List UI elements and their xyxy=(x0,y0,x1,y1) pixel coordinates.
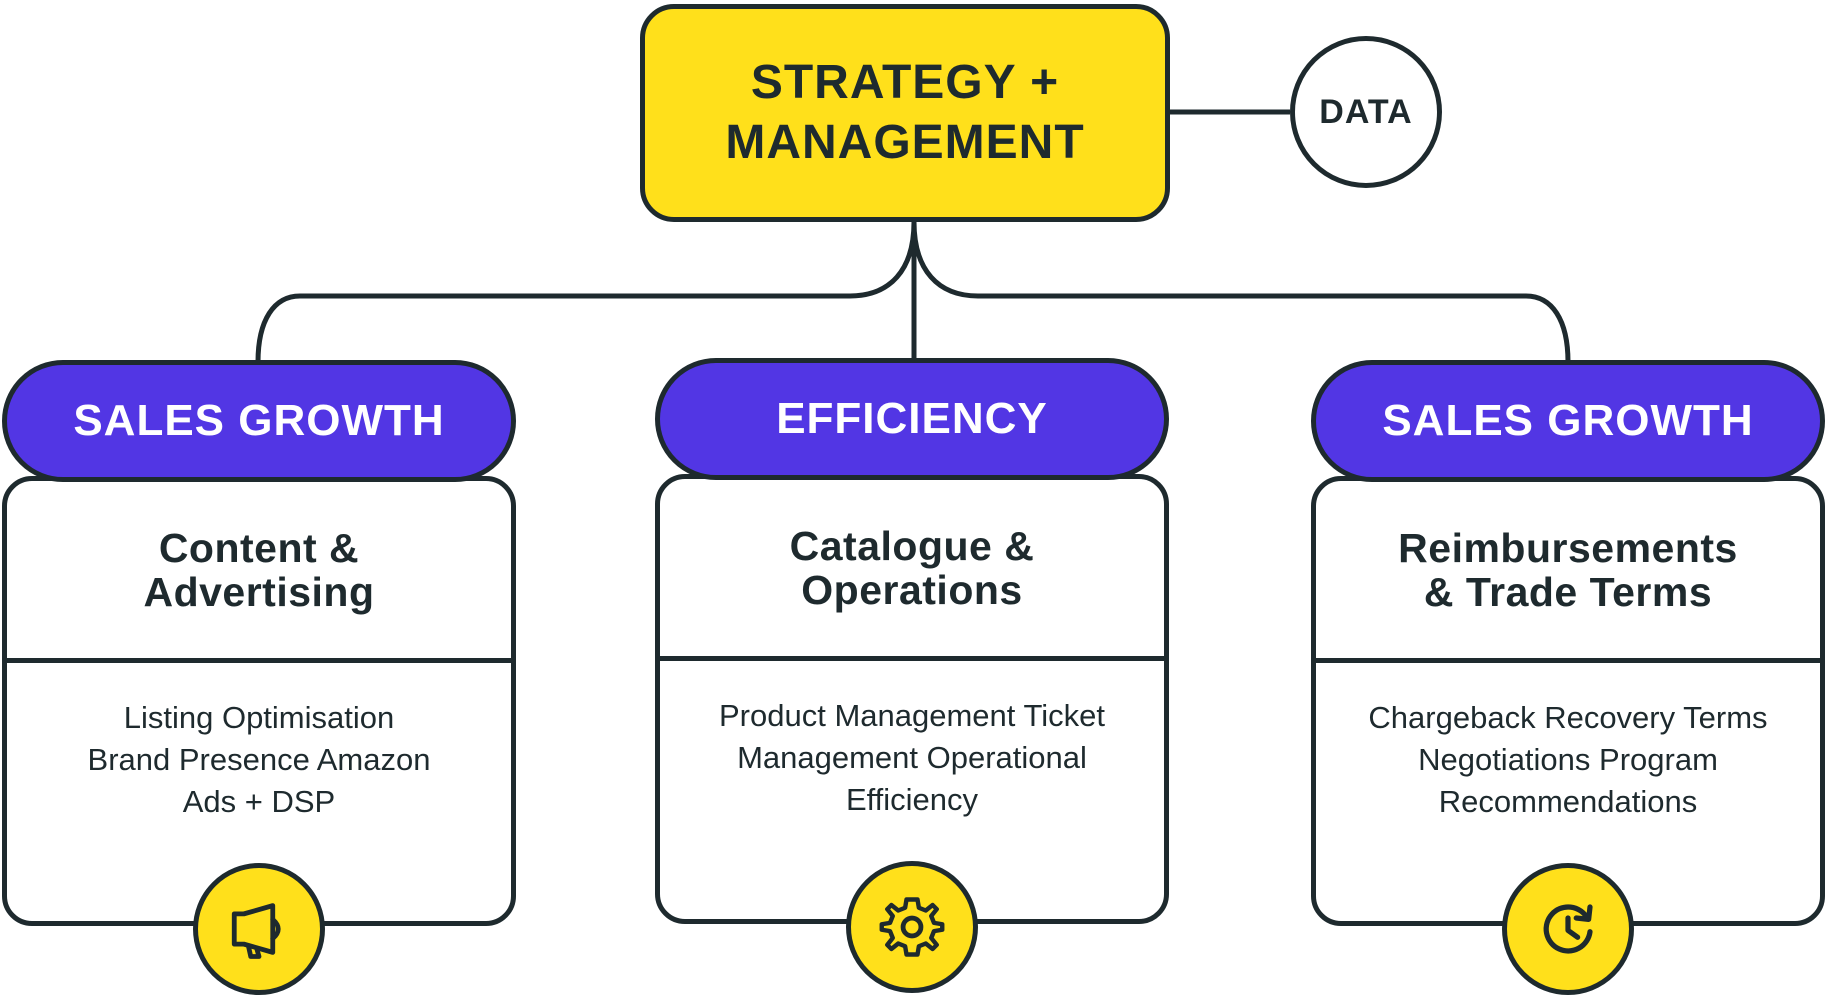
icon-badge xyxy=(193,863,325,995)
card-title-line2: Advertising xyxy=(143,568,375,615)
icon-badge xyxy=(846,861,978,993)
card-body-line: Ads + DSP xyxy=(182,784,336,819)
card-body-line: Brand Presence Amazon xyxy=(87,742,431,777)
service-card: Catalogue & Operations Product Managemen… xyxy=(655,474,1169,993)
card-title-line1: Content & xyxy=(158,524,360,571)
category-pill-label: SALES GROWTH xyxy=(1382,396,1754,445)
card-title: Content & Advertising xyxy=(7,481,511,663)
category-pill: SALES GROWTH xyxy=(1311,360,1825,482)
megaphone-icon xyxy=(231,903,281,959)
card-body: Chargeback Recovery Terms Negotiations P… xyxy=(1316,663,1820,823)
category-pill: EFFICIENCY xyxy=(655,358,1169,480)
card-body-line: Product Management Ticket xyxy=(719,698,1105,733)
card-title: Reimbursements & Trade Terms xyxy=(1316,481,1820,663)
strategy-management-box: STRATEGY + MANAGEMENT xyxy=(640,4,1170,222)
branch-content-advertising: SALES GROWTH Content & Advertising Listi… xyxy=(2,360,516,995)
card-body: Product Management Ticket Management Ope… xyxy=(660,661,1164,821)
root-title-line1: STRATEGY + xyxy=(750,56,1060,109)
card-title-line1: Reimbursements xyxy=(1398,524,1738,571)
card-body-line: Efficiency xyxy=(845,782,979,817)
gear-icon xyxy=(879,897,945,957)
right-connector xyxy=(911,221,1571,363)
card-title-line2: & Trade Terms xyxy=(1423,568,1713,615)
service-card: Content & Advertising Listing Optimisati… xyxy=(2,476,516,995)
branch-catalogue-operations: EFFICIENCY Catalogue & Operations Produc… xyxy=(655,358,1169,993)
category-pill-label: SALES GROWTH xyxy=(73,396,445,445)
card-body-line: Listing Optimisation xyxy=(123,700,395,735)
category-pill-label: EFFICIENCY xyxy=(776,394,1048,443)
card-body: Listing Optimisation Brand Presence Amaz… xyxy=(7,663,511,823)
icon-badge xyxy=(1502,863,1634,995)
card-body-line: Chargeback Recovery Terms xyxy=(1368,700,1768,735)
card-title: Catalogue & Operations xyxy=(660,479,1164,661)
left-connector xyxy=(255,221,917,363)
data-node: DATA xyxy=(1290,36,1442,188)
card-title-line2: Operations xyxy=(801,566,1023,613)
category-pill: SALES GROWTH xyxy=(2,360,516,482)
card-title-line1: Catalogue & xyxy=(789,522,1035,569)
clock-refresh-icon xyxy=(1543,904,1593,954)
data-node-label: DATA xyxy=(1319,92,1413,131)
root-title-line2: MANAGEMENT xyxy=(725,116,1085,169)
card-body-line: Management Operational xyxy=(737,740,1087,775)
card-body-line: Negotiations Program xyxy=(1418,742,1718,777)
branch-reimbursements-trade-terms: SALES GROWTH Reimbursements & Trade Term… xyxy=(1311,360,1825,995)
service-card: Reimbursements & Trade Terms Chargeback … xyxy=(1311,476,1825,995)
card-body-line: Recommendations xyxy=(1438,784,1698,819)
